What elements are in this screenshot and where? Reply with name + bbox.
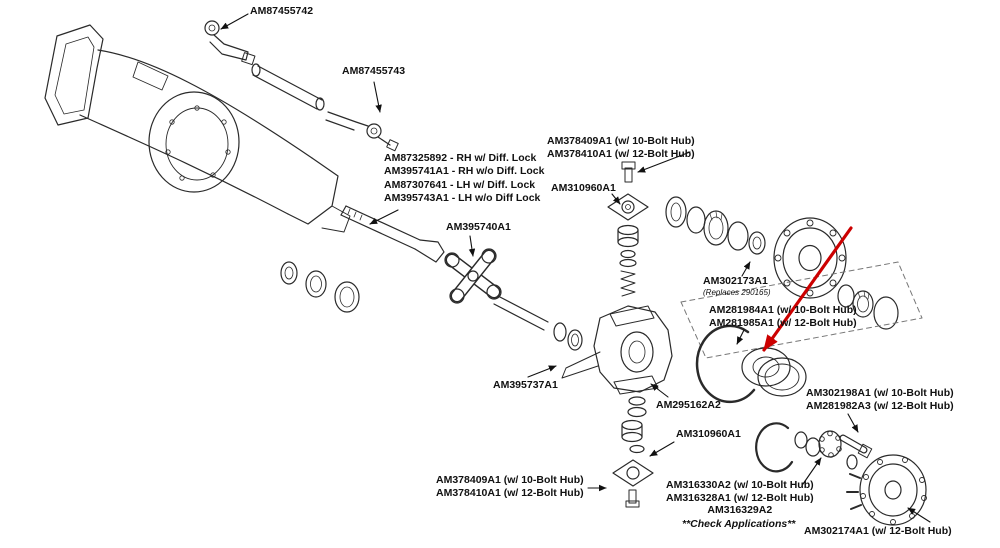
part-note: (Replaces 290165) <box>703 287 771 297</box>
part-number: AM316329A2 <box>707 504 773 516</box>
part-number: AM87325892 - RH w/ Diff. Lock <box>384 152 537 164</box>
part-label-upper-kingpin-options: AM378409A1 (w/ 10-Bolt Hub) AM378410A1 (… <box>547 135 695 160</box>
upper-kingpin-stack <box>607 161 649 297</box>
part-label-axle-shaft-options: AM302198A1 (w/ 10-Bolt Hub) AM281982A3 (… <box>806 387 954 412</box>
wheel-hub-upper <box>773 217 847 299</box>
seal-rings-left <box>280 261 360 313</box>
inner-axle-shaft <box>493 295 583 351</box>
part-label-steering-arm-options: AM87325892 - RH w/ Diff. Lock AM395741A1… <box>384 152 544 204</box>
hub-seal-series <box>665 196 766 255</box>
part-number: AM310960A1 <box>676 428 741 440</box>
part-label-tie-rod-end: AM87455742 <box>250 5 313 18</box>
note-text: **Check Applications** <box>682 518 796 530</box>
snap-ring-large <box>695 324 756 404</box>
part-number: AM395743A1 - LH w/o Diff Lock <box>384 191 541 204</box>
part-number: AM87455742 <box>250 5 314 17</box>
part-label-hub-bearing-options: AM316330A2 (w/ 10-Bolt Hub) AM316328A1 (… <box>666 479 814 517</box>
part-label-lower-kingpin-options: AM378409A1 (w/ 10-Bolt Hub) AM378410A1 (… <box>436 474 584 499</box>
part-number: AM295162A2 <box>656 399 721 411</box>
part-number: AM378409A1 (w/ 10-Bolt Hub) <box>436 474 584 486</box>
part-number: AM302198A1 (w/ 10-Bolt Hub) <box>806 387 954 399</box>
lower-parts-chain <box>755 422 873 473</box>
part-label-tie-rod: AM87455743 <box>342 65 405 78</box>
check-applications-note: **Check Applications** <box>682 518 795 531</box>
steering-knuckle <box>561 305 673 395</box>
part-number: AM281985A1 (w/ 12-Bolt Hub) <box>709 316 857 329</box>
tie-rod-assembly <box>204 20 399 152</box>
axle-shaft-yoke <box>340 205 445 263</box>
red-pointer-arrow <box>762 226 853 352</box>
part-number: AM395741A1 - RH w/o Diff. Lock <box>384 164 545 177</box>
part-number: AM87307641 - LH w/ Diff. Lock <box>384 179 536 191</box>
part-label-u-joint: AM395740A1 <box>446 221 511 234</box>
lower-kingpin-stack <box>612 396 654 508</box>
part-number: AM316330A2 (w/ 10-Bolt Hub) <box>666 479 814 491</box>
part-number: AM395737A1 <box>493 379 558 391</box>
part-number: AM395740A1 <box>446 221 511 233</box>
wheel-hub-lower <box>846 454 927 526</box>
spindle-bearing <box>741 347 807 397</box>
part-number: AM281984A1 (w/ 10-Bolt Hub) <box>709 304 857 316</box>
part-label-hub-12bolt: AM302174A1 (w/ 12-Bolt Hub) <box>804 525 952 538</box>
part-label-bearing-options: AM281984A1 (w/ 10-Bolt Hub) AM281985A1 (… <box>709 304 857 329</box>
part-label-upper-kingpin-cap: AM310960A1 <box>551 182 616 195</box>
dashed-detail-box <box>680 261 923 359</box>
axle-housing <box>44 24 351 233</box>
part-number: AM302174A1 (w/ 12-Bolt Hub) <box>804 525 952 537</box>
part-number: AM281982A3 (w/ 12-Bolt Hub) <box>806 399 954 412</box>
part-label-lower-kingpin-cap: AM310960A1 <box>676 428 741 441</box>
part-label-knuckle: AM395737A1 <box>493 379 558 392</box>
part-number: AM378409A1 (w/ 10-Bolt Hub) <box>547 135 695 147</box>
u-joint-cross <box>444 248 502 304</box>
part-number: AM302173A1 <box>703 275 768 287</box>
part-number: AM310960A1 <box>551 182 616 194</box>
part-number: AM87455743 <box>342 65 406 77</box>
part-number: AM316328A1 (w/ 12-Bolt Hub) <box>666 491 814 504</box>
part-label-seal: AM302173A1 (Replaces 290165) <box>703 275 771 297</box>
outer-bearing-series <box>837 284 899 330</box>
part-number: AM378410A1 (w/ 12-Bolt Hub) <box>436 486 584 499</box>
part-label-spindle: AM295162A2 <box>656 399 721 412</box>
leader-lines <box>220 13 931 523</box>
part-number: AM378410A1 (w/ 12-Bolt Hub) <box>547 147 695 160</box>
